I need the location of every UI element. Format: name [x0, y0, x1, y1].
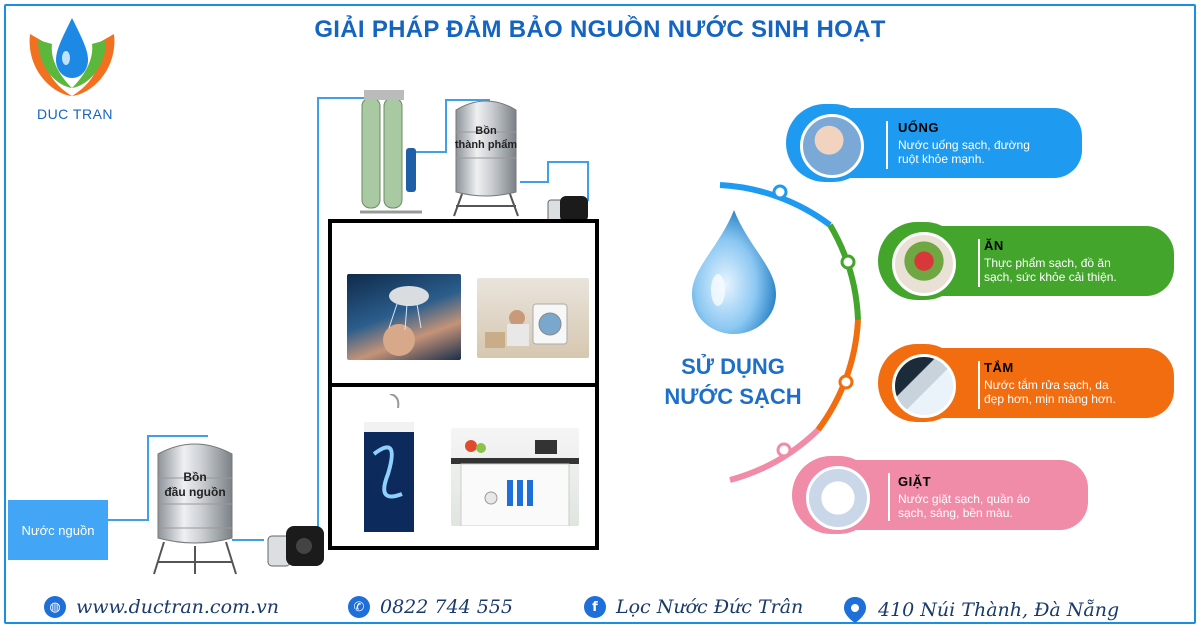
footer-phone-text[interactable]: 0822 744 555 — [380, 596, 513, 618]
source-tank — [150, 438, 240, 576]
facebook-icon: f — [584, 596, 606, 618]
usage-center-line1: SỬ DỤNG — [681, 354, 785, 379]
usage-card-laundry: GIẶT Nước giặt sạch, quần áo sạch, sáng,… — [792, 456, 1088, 534]
usage-card-drink: UỐNG Nước uống sạch, đường ruột khỏe mạn… — [786, 104, 1082, 182]
finished-tank-label: Bồn thành phẩm — [450, 124, 522, 152]
usage-center-title: SỬ DỤNG NƯỚC SẠCH — [648, 352, 818, 412]
usage-card-laundry-desc-line1: Nước giặt sạch, quần áo — [898, 492, 1030, 506]
kitchen-photo — [451, 428, 579, 526]
page-frame — [4, 4, 1196, 624]
usage-card-drink-divider — [886, 121, 888, 169]
eat-icon — [892, 232, 956, 296]
usage-card-laundry-desc-line2: sạch, sáng, bền màu. — [898, 506, 1013, 520]
usage-card-laundry-title: GIẶT — [898, 474, 932, 489]
usage-center-line2: NƯỚC SẠCH — [664, 384, 802, 409]
water-drop-icon — [684, 206, 784, 336]
usage-card-bath-desc-line1: Nước tắm rửa sạch, da — [984, 378, 1109, 392]
house-frame — [328, 219, 599, 550]
pump-bottom — [264, 518, 328, 570]
brand-logo — [22, 14, 122, 104]
laundry-icon — [806, 466, 870, 530]
usage-card-drink-desc-line2: ruột khỏe mạnh. — [898, 152, 985, 166]
footer-facebook-text[interactable]: Lọc Nước Đức Trân — [616, 596, 804, 618]
usage-card-bath-desc: Nước tắm rửa sạch, da đẹp hơn, mịn màng … — [984, 378, 1116, 406]
phone-icon: ✆ — [348, 596, 370, 618]
pump-top — [546, 194, 590, 224]
water-source-box: Nước nguồn — [8, 500, 108, 560]
globe-icon: ◍ — [44, 596, 66, 618]
source-tank-label-line2: đầu nguồn — [164, 485, 226, 499]
usage-card-drink-title: UỐNG — [898, 120, 939, 135]
usage-card-eat-divider — [978, 239, 980, 287]
usage-card-drink-desc: Nước uống sạch, đường ruột khỏe mạnh. — [898, 138, 1030, 166]
finished-tank-label-line1: Bồn — [475, 125, 497, 137]
laundry-photo — [477, 278, 589, 358]
location-pin-icon — [842, 596, 868, 624]
footer-address-text[interactable]: 410 Núi Thành, Đà Nẵng — [878, 599, 1120, 621]
source-tank-label-line1: Bồn — [183, 470, 207, 484]
usage-card-bath-divider — [978, 361, 980, 409]
house-floor-divider — [332, 383, 595, 387]
footer-facebook[interactable]: f Lọc Nước Đức Trân — [584, 596, 803, 618]
usage-card-eat-title: ĂN — [984, 238, 1004, 253]
usage-card-bath: TẮM Nước tắm rửa sạch, da đẹp hơn, mịn m… — [878, 344, 1174, 422]
usage-card-laundry-divider — [888, 473, 890, 521]
page-title: GIẢI PHÁP ĐẢM BẢO NGUỒN NƯỚC SINH HOẠT — [314, 16, 886, 43]
usage-card-eat: ĂN Thực phẩm sạch, đồ ăn sạch, sức khỏe … — [878, 222, 1174, 300]
usage-card-eat-desc-line1: Thực phẩm sạch, đồ ăn — [984, 256, 1111, 270]
finished-tank — [450, 96, 522, 218]
shower-icon — [892, 354, 956, 418]
finished-tank-label-line2: thành phẩm — [454, 139, 518, 151]
usage-card-bath-desc-line2: đẹp hơn, mịn màng hơn. — [984, 392, 1116, 406]
source-tank-label: Bồn đầu nguồn — [150, 470, 240, 500]
usage-card-eat-desc: Thực phẩm sạch, đồ ăn sạch, sức khỏe cải… — [984, 256, 1117, 284]
shower-photo — [347, 274, 461, 360]
usage-card-bath-title: TẮM — [984, 360, 1014, 375]
footer-website-text[interactable]: www.ductran.com.vn — [76, 596, 280, 618]
drink-icon — [800, 114, 864, 178]
filter-columns — [356, 88, 426, 218]
usage-card-laundry-desc: Nước giặt sạch, quần áo sạch, sáng, bền … — [898, 492, 1030, 520]
ro-purifier-photo — [360, 394, 416, 534]
usage-card-eat-desc-line2: sạch, sức khỏe cải thiện. — [984, 270, 1117, 284]
footer-website[interactable]: ◍ www.ductran.com.vn — [44, 596, 279, 618]
footer-phone[interactable]: ✆ 0822 744 555 — [348, 596, 513, 618]
brand-name: DUC TRAN — [36, 106, 114, 122]
footer-address[interactable]: 410 Núi Thành, Đà Nẵng — [842, 596, 1119, 624]
usage-card-drink-desc-line1: Nước uống sạch, đường — [898, 138, 1030, 152]
